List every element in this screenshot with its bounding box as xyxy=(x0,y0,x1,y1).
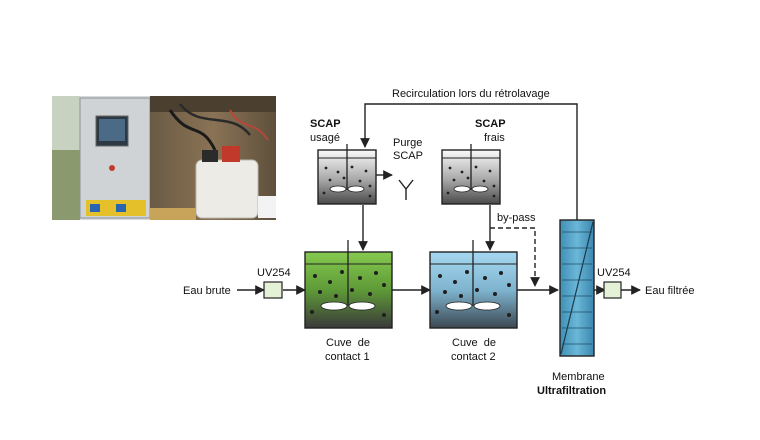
uv-outlet-label: UV254 xyxy=(597,267,631,279)
recirculation-line xyxy=(360,103,578,222)
purge-label-line1: Purge xyxy=(393,137,422,149)
ultrafiltration-membrane xyxy=(559,219,595,357)
bypass-label: by-pass xyxy=(497,212,536,224)
scap-frais-title: SCAP xyxy=(475,118,506,130)
scap-frais-subtitle: frais xyxy=(484,132,505,144)
purge-drain-icon xyxy=(398,179,414,200)
flow-lines xyxy=(237,103,641,295)
uv254-outlet-sensor xyxy=(603,281,622,299)
scap-frais-tank xyxy=(441,144,501,205)
purge-label-line2: SCAP xyxy=(393,150,423,162)
eau-filtree-label: Eau filtrée xyxy=(645,285,695,297)
bypass-line xyxy=(490,227,540,287)
membrane-label-line1: Membrane xyxy=(552,371,605,383)
contact-tank-1 xyxy=(304,240,393,329)
scap-usage-title: SCAP xyxy=(310,118,341,130)
uv254-inlet-sensor xyxy=(263,281,283,299)
scap-usage-tank xyxy=(317,144,377,205)
scap-usage-subtitle: usagé xyxy=(310,132,340,144)
recirculation-label: Recirculation lors du rétrolavage xyxy=(392,88,550,100)
cuve2-label-line2: contact 2 xyxy=(451,351,496,363)
equipment-photo xyxy=(52,96,276,220)
cuve1-label-line2: contact 1 xyxy=(325,351,370,363)
membrane-label-line2: Ultrafiltration xyxy=(537,385,606,397)
uv-inlet-label: UV254 xyxy=(257,267,291,279)
cuve2-label-line1: Cuve de xyxy=(452,337,496,349)
cuve1-label-line1: Cuve de xyxy=(326,337,370,349)
eau-brute-label: Eau brute xyxy=(183,285,231,297)
contact-tank-2 xyxy=(429,240,518,329)
